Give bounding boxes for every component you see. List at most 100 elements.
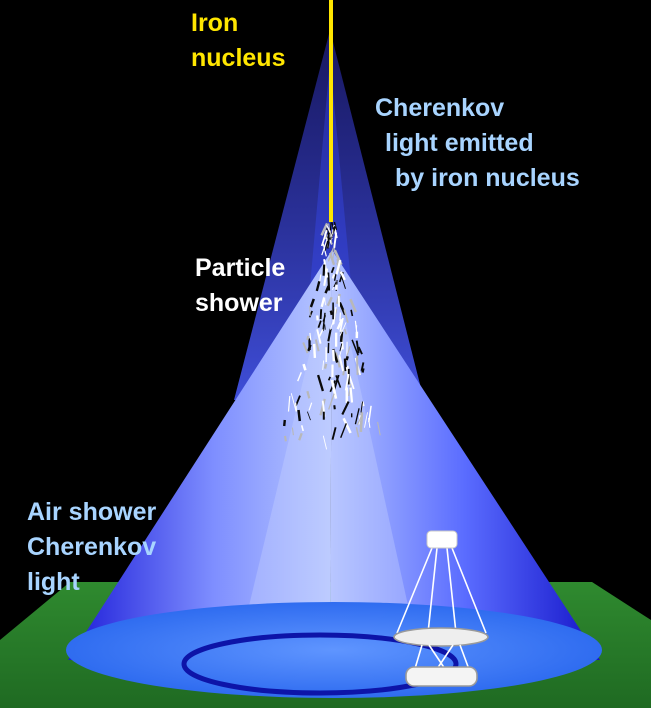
shower-particle-track	[329, 310, 333, 316]
shower-particle-track	[300, 425, 304, 432]
shower-particle-track	[361, 368, 365, 373]
shower-particle-track	[322, 264, 326, 276]
shower-particle-track	[350, 309, 354, 317]
shower-particle-track	[315, 281, 321, 292]
shower-particle-track	[327, 247, 335, 262]
shower-particle-track	[354, 320, 358, 335]
label-iron-nucleus: Iron nucleus	[191, 6, 285, 76]
label-cherenkov-iron-line-3: by iron nucleus	[395, 164, 580, 192]
shower-particle-track	[333, 405, 336, 410]
shower-particle-track	[322, 435, 328, 450]
shower-particle-track	[341, 401, 350, 415]
shower-particle-track	[368, 405, 372, 423]
shower-particle-track	[294, 402, 298, 412]
air-shower-cone-highlight	[236, 260, 420, 660]
shower-particle-track	[333, 306, 337, 325]
shower-particle-track	[348, 375, 355, 390]
particle-shower-cascade	[283, 221, 381, 450]
shower-particle-track	[340, 423, 347, 438]
shower-particle-track	[318, 329, 324, 337]
shower-particle-track	[329, 230, 333, 246]
cherenkov-light-pool	[66, 602, 602, 698]
shower-particle-track	[343, 358, 347, 372]
shower-particle-track	[356, 414, 363, 426]
label-iron-nucleus-line-1: Iron	[191, 9, 239, 37]
shower-particle-track	[322, 360, 325, 370]
label-cherenkov-iron: Cherenkov light emitted by iron nucleus	[375, 91, 580, 196]
shower-particle-track	[308, 310, 313, 318]
iron-cherenkov-ring	[181, 632, 459, 696]
shower-particle-track	[330, 379, 338, 399]
shower-particle-track	[324, 324, 326, 330]
shower-particle-track	[283, 435, 287, 442]
shower-particle-track	[314, 339, 320, 352]
shower-particle-track	[338, 302, 347, 316]
shower-particle-track	[349, 387, 354, 403]
shower-particle-track	[307, 411, 311, 421]
label-particle-shower: Particle shower	[195, 251, 285, 321]
shower-particle-track	[327, 272, 331, 291]
label-cherenkov-iron-line-1: Cherenkov	[375, 94, 505, 122]
air-shower-cone-right	[330, 250, 600, 660]
shower-particle-track	[355, 340, 360, 354]
label-iron-nucleus-line-2: nucleus	[191, 44, 286, 72]
shower-particle-track	[312, 343, 317, 358]
shower-particle-track	[342, 417, 352, 434]
shower-particle-track	[302, 363, 307, 371]
label-cherenkov-iron-line-2: light emitted	[385, 129, 534, 157]
shower-particle-track	[360, 362, 365, 371]
shower-particle-track	[302, 342, 309, 354]
shower-particle-track	[354, 408, 360, 425]
shower-particle-track	[323, 363, 328, 369]
shower-particle-track	[326, 296, 333, 307]
shower-particle-track	[339, 271, 346, 281]
shower-particle-track	[351, 339, 359, 356]
shower-particle-track	[319, 309, 323, 320]
label-air-shower-line-1: Air shower	[27, 498, 157, 526]
shower-particle-track	[316, 315, 319, 321]
shower-particle-track	[342, 370, 345, 376]
shower-particle-track	[356, 355, 359, 376]
shower-particle-track	[335, 375, 342, 388]
shower-particle-track	[323, 268, 329, 286]
label-particle-shower-line-1: Particle	[195, 254, 286, 282]
shower-particle-track	[317, 320, 322, 328]
shower-particle-track	[316, 329, 322, 344]
shower-particle-track	[322, 243, 327, 257]
telescope-icon	[393, 530, 489, 687]
label-air-shower-line-3: light	[27, 568, 80, 596]
shower-particle-track	[333, 273, 337, 281]
shower-particle-track	[328, 393, 335, 410]
shower-particle-track	[355, 427, 360, 438]
shower-particle-track	[321, 238, 328, 256]
shower-particle-track	[326, 224, 333, 237]
shower-particle-track	[343, 328, 347, 335]
shower-particle-track	[298, 432, 303, 441]
shower-particle-track	[344, 373, 350, 391]
shower-particle-track	[339, 343, 343, 352]
shower-particle-track	[338, 343, 344, 360]
shower-particle-track	[322, 315, 327, 322]
label-particle-shower-line-2: shower	[195, 289, 283, 317]
shower-particle-track	[297, 372, 302, 382]
shower-particle-track	[357, 346, 363, 355]
shower-particle-track	[336, 318, 344, 330]
shower-particle-track	[360, 401, 363, 413]
air-shower-cone-left	[68, 250, 332, 660]
shower-particle-track	[306, 335, 310, 341]
shower-particle-track	[320, 230, 328, 247]
shower-particle-track	[283, 419, 286, 427]
shower-particle-track	[290, 393, 297, 412]
shower-particle-track	[338, 355, 345, 372]
shower-particle-track	[332, 349, 335, 362]
label-air-shower: Air shower Cherenkov light	[27, 495, 156, 600]
shower-particle-track	[308, 402, 313, 411]
shower-particle-track	[343, 309, 349, 323]
shower-particle-track	[309, 298, 315, 308]
shower-particle-track	[327, 376, 331, 381]
shower-particle-track	[297, 409, 302, 422]
shower-particle-track	[324, 240, 329, 251]
shower-particle-track	[333, 281, 337, 288]
shower-particle-track	[364, 412, 368, 428]
